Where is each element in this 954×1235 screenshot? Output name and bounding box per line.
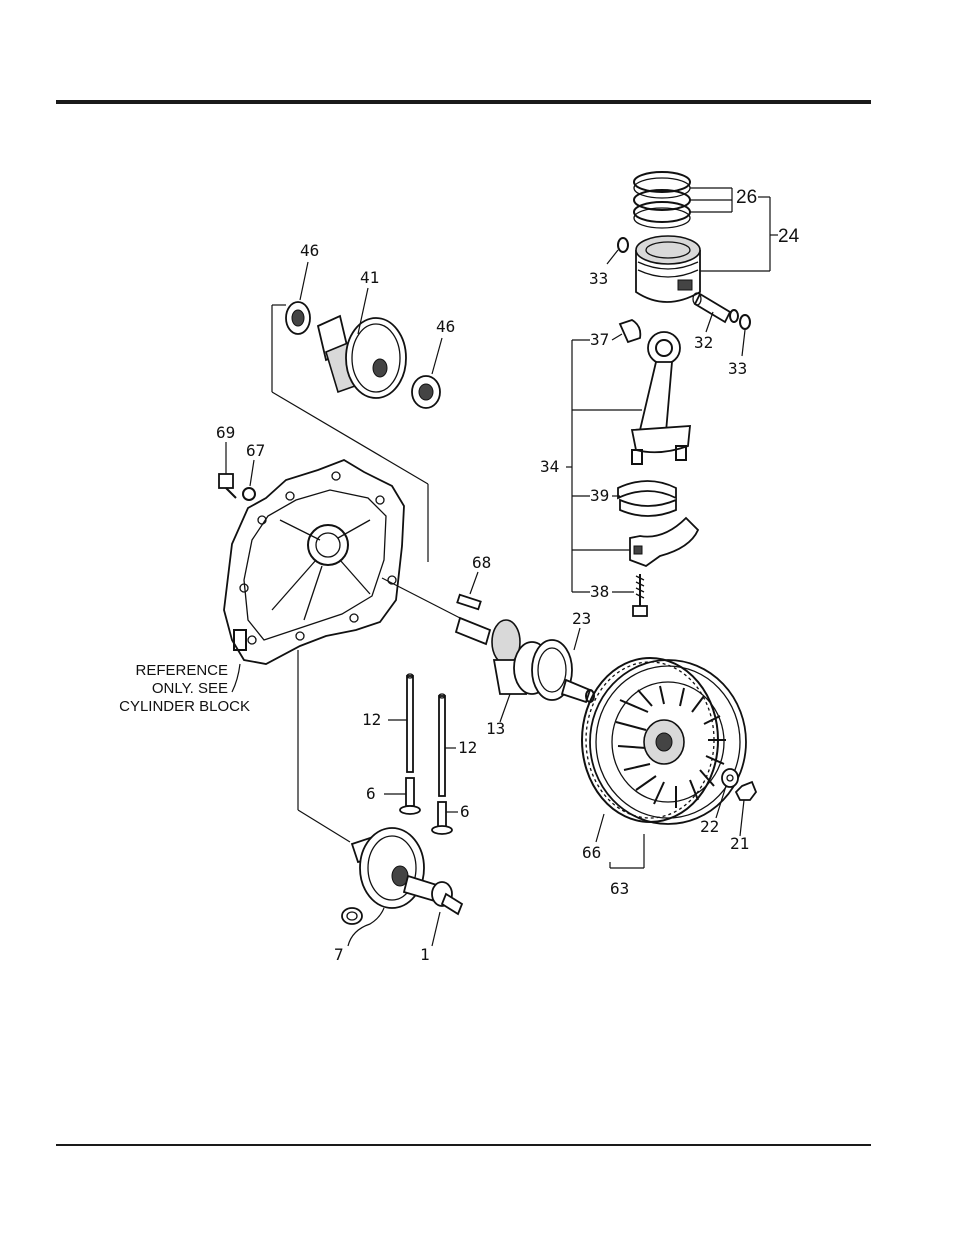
callout-12-right: 12 <box>458 738 477 757</box>
piston-part <box>636 236 700 302</box>
callout-39: 39 <box>590 486 609 505</box>
tappet-part <box>432 802 452 834</box>
callout-6-right: 6 <box>460 802 470 821</box>
connecting-rod-bolt-part <box>633 574 647 616</box>
camshaft-part <box>352 828 462 914</box>
callout-6-left: 6 <box>366 784 376 803</box>
washer-part <box>243 488 255 500</box>
push-rod-part <box>407 674 413 772</box>
reference-note-line-3: CYLINDER BLOCK <box>119 698 250 715</box>
tappet-part <box>400 778 420 814</box>
piston-pin-part <box>693 293 738 322</box>
connecting-rod-bearing-part <box>618 481 676 516</box>
callout-22: 22 <box>700 817 719 836</box>
callout-33-left: 33 <box>589 269 608 288</box>
callout-21: 21 <box>730 834 749 853</box>
cover-bolt-part <box>219 474 236 498</box>
connecting-rod-cap-part <box>630 518 698 566</box>
push-rod-part <box>439 694 445 796</box>
callout-23: 23 <box>572 609 591 628</box>
key-part <box>457 595 480 609</box>
callout-38: 38 <box>590 582 609 601</box>
washer-part <box>722 769 738 787</box>
reference-note-line-2: ONLY. SEE <box>152 680 228 697</box>
callout-24: 24 <box>778 226 800 247</box>
callout-41: 41 <box>360 268 379 287</box>
circlip-part <box>618 238 628 252</box>
callout-63: 63 <box>610 879 629 898</box>
crankcase-cover-part <box>224 460 404 664</box>
bearing-part <box>286 302 310 334</box>
callout-67: 67 <box>246 441 265 460</box>
bearing-part <box>412 376 440 408</box>
callout-46-right: 46 <box>436 317 455 336</box>
piston-rings-part <box>634 172 732 228</box>
reference-note-line-1: REFERENCE <box>135 662 228 679</box>
callout-7: 7 <box>334 945 344 964</box>
callout-12-left: 12 <box>362 710 381 729</box>
nut-part <box>736 782 756 800</box>
callout-26: 26 <box>736 187 757 208</box>
callout-37: 37 <box>590 330 609 349</box>
callout-66: 66 <box>582 843 601 862</box>
callout-1: 1 <box>420 945 430 964</box>
circlip-part <box>740 315 750 329</box>
connecting-rod-part <box>620 320 690 464</box>
flywheel-part <box>590 660 746 824</box>
callout-69: 69 <box>216 423 235 442</box>
callout-32: 32 <box>694 333 713 352</box>
callout-68: 68 <box>472 553 491 572</box>
callout-13: 13 <box>486 719 505 738</box>
callout-33-right: 33 <box>728 359 747 378</box>
bushing-part <box>342 908 362 924</box>
callout-34: 34 <box>540 457 559 476</box>
governor-gear-part <box>318 316 406 398</box>
callout-46-left: 46 <box>300 241 319 260</box>
